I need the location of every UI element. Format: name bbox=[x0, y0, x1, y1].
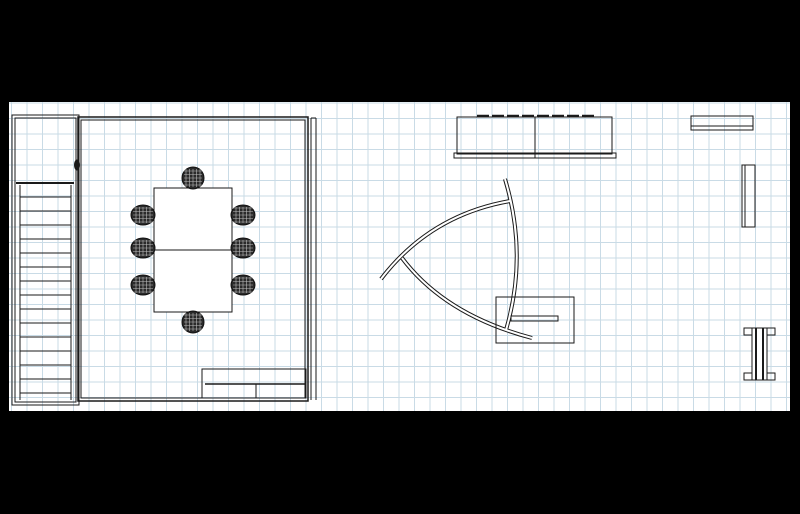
chair bbox=[181, 310, 205, 334]
bench bbox=[743, 327, 776, 381]
stair-enclosure bbox=[11, 114, 80, 406]
stair bbox=[19, 185, 72, 400]
chair bbox=[130, 237, 156, 259]
chair bbox=[181, 166, 205, 190]
chair bbox=[230, 274, 256, 296]
shelf-vertical bbox=[741, 164, 756, 228]
conference-table bbox=[153, 187, 233, 313]
desk bbox=[495, 296, 575, 344]
chair bbox=[130, 204, 156, 226]
grid bbox=[9, 102, 790, 411]
chair bbox=[230, 237, 256, 259]
chairs bbox=[130, 166, 256, 334]
conference-room-walls bbox=[77, 116, 317, 402]
credenza bbox=[453, 114, 617, 159]
shelf-top-right bbox=[690, 115, 754, 131]
low-cabinet bbox=[201, 368, 307, 399]
chair bbox=[230, 204, 256, 226]
chair bbox=[130, 274, 156, 296]
